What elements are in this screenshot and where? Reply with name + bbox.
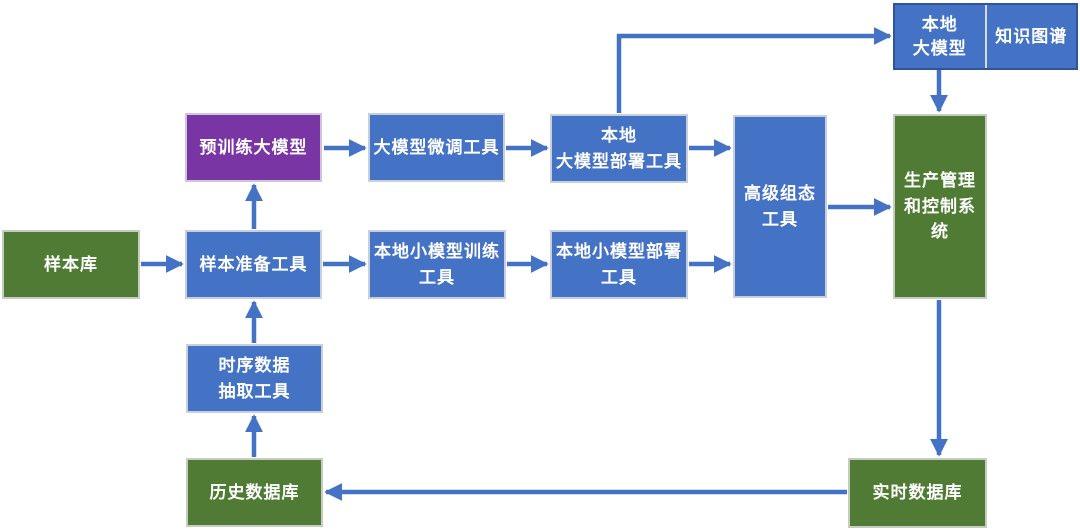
node-advanced-config-tool: 高级组态 工具 [733,115,827,298]
node-production-mgmt-control-system: 生产管理 和控制系 统 [893,114,987,299]
node-timeseries-extract-tool: 时序数据 抽取工具 [186,344,323,413]
node-history-db: 历史数据库 [186,458,323,527]
node-pretrained-llm: 预训练大模型 [185,113,322,182]
node-label: 统 [931,222,949,242]
node-label: 高级组态 [744,184,816,203]
node-label: 知识图谱 [995,26,1068,46]
node-label: 预训练大模型 [199,137,308,157]
node-label: 样本准备工具 [199,254,308,274]
node-realtime-db: 实时数据库 [848,458,987,528]
node-label: 工具 [419,267,455,287]
node-label: 本地小模型部署 [556,242,682,261]
node-label: 大模型部署工具 [556,151,682,171]
node-sample-prep-tool: 样本准备工具 [185,230,322,299]
node-label: 时序数据 [218,356,291,375]
node-label: 历史数据库 [209,482,300,502]
node-label: 大模型 [912,38,967,58]
node-label: 和控制系 [904,196,976,216]
node-label: 样本库 [44,254,98,274]
node-label: 工具 [601,267,637,287]
node-label: 大模型微调工具 [373,137,500,157]
node-label: 本地小模型训练 [374,242,500,261]
node-group-local-llm-knowledge-graph: 本地 大模型 知识图谱 [893,3,1078,70]
node-label: 生产管理 [904,171,976,191]
node-local-llm: 本地 大模型 [895,5,985,68]
edge-llm-deploy-tool-to-local-llm [616,27,892,113]
node-local-small-model-train-tool: 本地小模型训练 工具 [368,230,506,299]
node-llm-finetune-tool: 大模型微调工具 [368,113,505,182]
node-label: 实时数据库 [872,483,963,503]
node-local-small-model-deploy-tool: 本地小模型部署 工具 [550,230,688,299]
node-label: 抽取工具 [218,381,291,401]
node-knowledge-graph: 知识图谱 [984,5,1077,68]
node-sample-db: 样本库 [2,230,140,299]
node-label: 本地 [601,126,637,145]
node-label: 工具 [762,209,798,229]
node-label: 本地 [921,14,958,34]
node-local-llm-deploy-tool: 本地 大模型部署工具 [550,114,688,183]
